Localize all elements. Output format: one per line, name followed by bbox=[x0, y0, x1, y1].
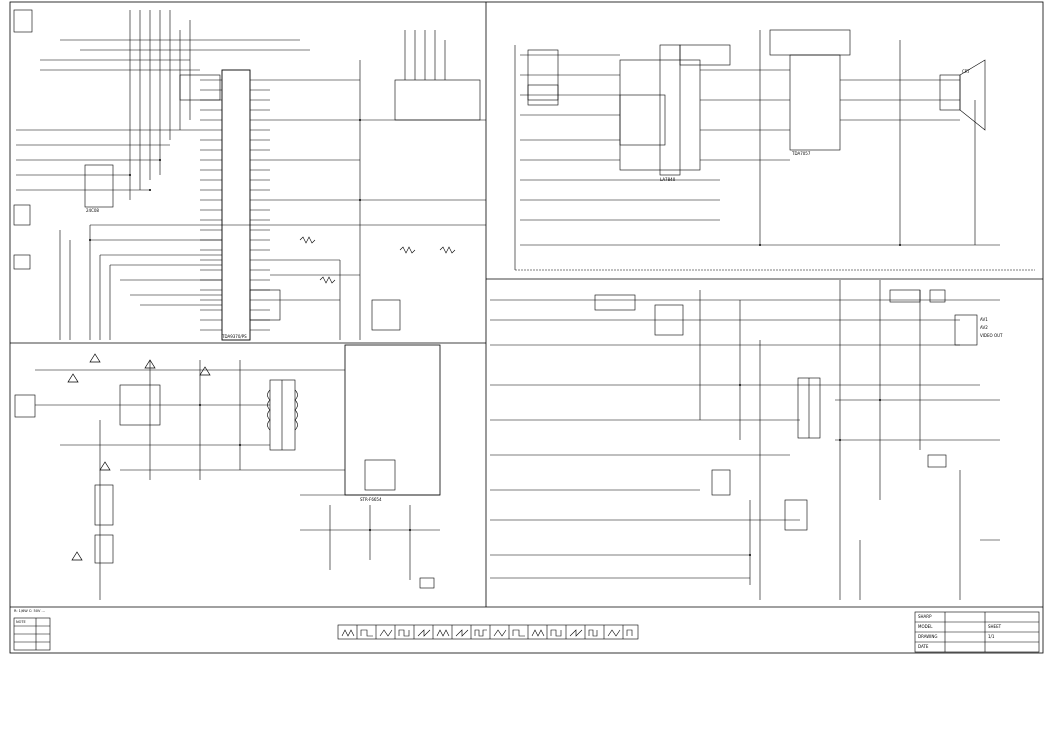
video-out-jack-label: VIDEO OUT bbox=[980, 333, 1003, 338]
cpu-section bbox=[13, 9, 486, 341]
cpu-pins-right bbox=[250, 79, 270, 331]
title-model-label: MODEL bbox=[918, 624, 933, 629]
title-company: SHARP bbox=[918, 614, 932, 619]
title-block bbox=[914, 611, 1040, 653]
notes-table-title: NOTE bbox=[16, 620, 26, 624]
key-matrix bbox=[394, 79, 481, 121]
resistor-symbol bbox=[399, 246, 416, 254]
title-sheet-label: SHEET bbox=[988, 624, 1002, 629]
standby-connector bbox=[419, 577, 435, 589]
signal-section bbox=[514, 29, 1035, 271]
deflection-section bbox=[490, 280, 1000, 600]
av1-jack-label: AV1 bbox=[980, 317, 988, 322]
ir-module bbox=[179, 74, 221, 101]
cpu-ic bbox=[221, 69, 251, 341]
audio-ic-label: TDA7057 bbox=[792, 151, 811, 156]
tuner-block bbox=[371, 299, 401, 331]
ext-ic bbox=[594, 294, 636, 311]
crt-connector-label: CRT bbox=[962, 69, 970, 74]
warning-triangle bbox=[71, 551, 83, 561]
sw-block bbox=[527, 49, 559, 101]
av2-jack-label: AV2 bbox=[980, 325, 988, 330]
if-block bbox=[249, 289, 281, 321]
sw-block bbox=[527, 84, 559, 106]
resistor-symbol bbox=[299, 236, 316, 244]
outer-frame bbox=[9, 1, 1044, 654]
waveform-strip bbox=[337, 624, 639, 640]
resistor-symbol bbox=[439, 246, 456, 254]
audio-ic bbox=[789, 54, 841, 151]
title-date-label: DATE bbox=[918, 644, 929, 649]
fuse-block bbox=[14, 394, 36, 418]
power-ic-label: STR-F6654 bbox=[360, 497, 382, 502]
warning-triangle bbox=[144, 359, 156, 369]
warning-triangle bbox=[199, 366, 211, 376]
eeprom-ic-label: 24C08 bbox=[86, 208, 99, 213]
hdrive-transformer bbox=[711, 469, 731, 496]
video-amp-block bbox=[769, 29, 851, 56]
tone-block bbox=[619, 94, 666, 146]
left-connector-pins bbox=[13, 9, 33, 270]
resistor-symbol bbox=[319, 276, 336, 284]
notes-table bbox=[13, 617, 51, 651]
hout-block bbox=[784, 499, 808, 531]
eeprom-ic bbox=[84, 164, 114, 208]
warning-triangle bbox=[99, 461, 111, 471]
line-filter bbox=[94, 484, 114, 526]
power-section bbox=[14, 344, 441, 600]
warning-triangle bbox=[67, 373, 79, 383]
vertical-ic bbox=[659, 44, 681, 176]
vertical-ic-label: LA7840 bbox=[660, 177, 676, 182]
switch-transformer bbox=[269, 379, 296, 451]
sound-out-block bbox=[927, 454, 947, 468]
cpu-pins-left bbox=[200, 79, 222, 331]
power-ic bbox=[344, 344, 441, 496]
general-note: R: 1/6W C: 50V ... bbox=[14, 609, 45, 613]
title-drawing-label: DRAWING bbox=[918, 634, 938, 639]
opto-coupler bbox=[364, 459, 396, 491]
av-jack-block bbox=[954, 314, 978, 346]
cpu-bus-wiring bbox=[16, 10, 486, 340]
cpu-ic-label: TDA9370/PS bbox=[222, 334, 247, 339]
line-filter bbox=[94, 534, 114, 564]
junction-dots bbox=[89, 119, 901, 556]
warning-triangle bbox=[89, 353, 101, 363]
title-sheet-value: 1/1 bbox=[988, 634, 995, 639]
deflection-block bbox=[679, 44, 731, 66]
